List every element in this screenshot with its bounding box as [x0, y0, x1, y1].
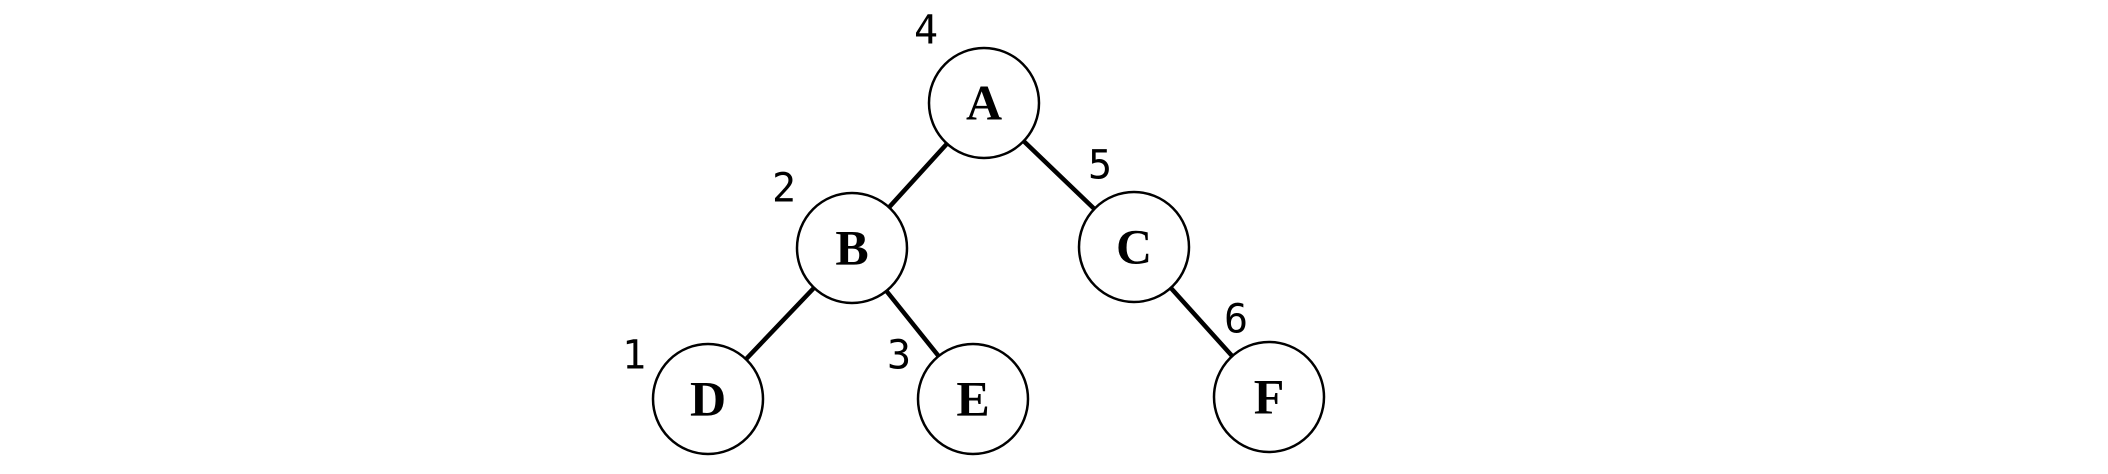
node-B-label: B: [835, 220, 868, 276]
node-A-circle: [927, 46, 1041, 160]
order-label-B: 2: [772, 166, 796, 212]
node-D-circle: [651, 342, 765, 456]
node-E: E: [916, 342, 1030, 456]
order-label-D: 1: [622, 333, 646, 379]
traversal-order-labels: 4 2 5 1 3 6: [622, 8, 1248, 379]
node-A: A: [927, 46, 1041, 160]
node-F: F: [1212, 340, 1326, 454]
node-D-label: D: [690, 371, 726, 427]
node-C: C: [1077, 190, 1191, 304]
node-E-circle: [916, 342, 1030, 456]
order-label-C: 5: [1088, 143, 1112, 189]
tree-nodes: A B C D E F: [651, 46, 1326, 456]
node-C-circle: [1077, 190, 1191, 304]
node-F-label: F: [1254, 369, 1285, 425]
node-F-circle: [1212, 340, 1326, 454]
node-E-label: E: [956, 371, 989, 427]
order-label-F: 6: [1224, 297, 1248, 343]
order-label-A: 4: [914, 8, 938, 54]
node-B: B: [795, 191, 909, 305]
node-A-label: A: [966, 75, 1002, 131]
node-B-circle: [795, 191, 909, 305]
node-D: D: [651, 342, 765, 456]
node-C-label: C: [1116, 219, 1152, 275]
order-label-E: 3: [887, 333, 911, 379]
